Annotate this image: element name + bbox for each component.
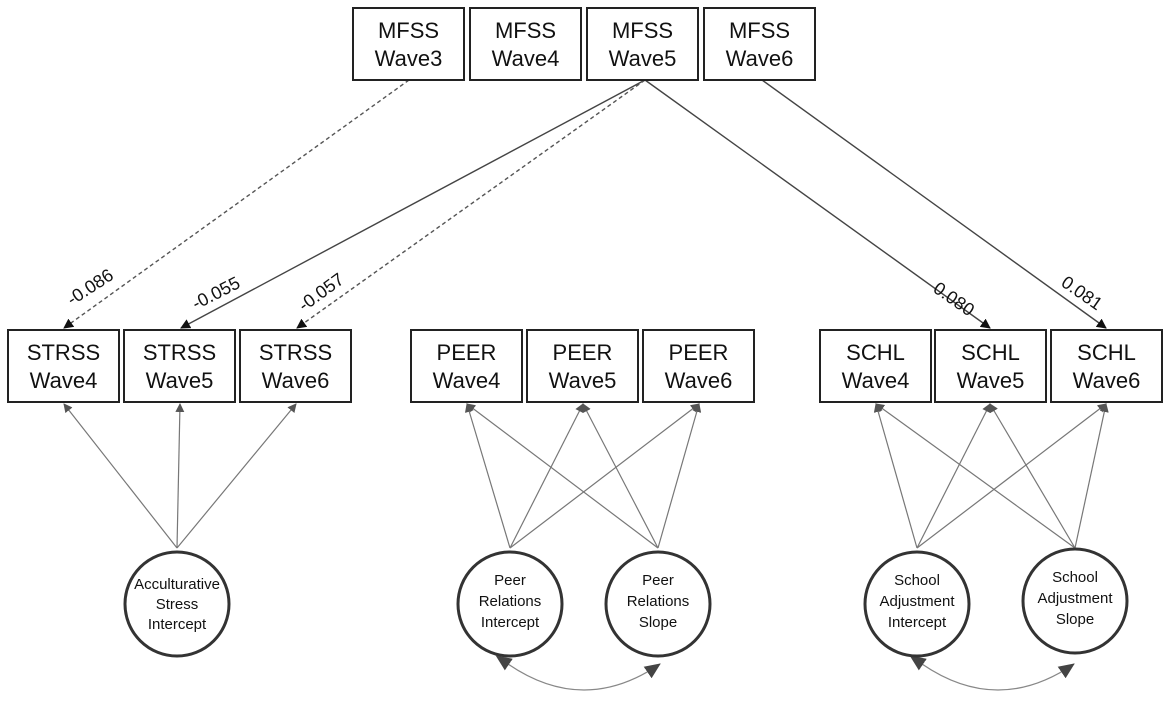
box-label-line2: Wave4	[492, 46, 560, 71]
coefficient-label: -0.055	[189, 273, 244, 314]
box-label-line2: Wave3	[375, 46, 443, 71]
path-mfss6-schl6	[761, 79, 1107, 329]
latent-label-line: Relations	[627, 593, 690, 610]
box-label-line1: STRSS	[27, 340, 100, 365]
box-label-line1: STRSS	[143, 340, 216, 365]
coefficient-label: -0.086	[63, 265, 117, 310]
box-label-line1: PEER	[669, 340, 729, 365]
latent-label-line: Relations	[479, 593, 542, 610]
latent-label-line: Peer	[494, 572, 526, 589]
box-label-line1: STRSS	[259, 340, 332, 365]
loadings-school	[873, 403, 1109, 549]
acculturative-stress-intercept-latent: Acculturative Stress Intercept	[123, 550, 231, 658]
school-adjustment-slope-latent: School Adjustment Slope	[1021, 547, 1129, 655]
schl-wave6-box: SCHL Wave6	[1050, 329, 1163, 403]
mfss-wave3-box: MFSS Wave3	[352, 7, 465, 81]
path-mfss5-strss6	[296, 79, 646, 329]
box-label-line2: Wave5	[146, 368, 214, 393]
covariance-school	[909, 655, 1075, 691]
box-label-line2: Wave6	[665, 368, 733, 393]
box-label-line1: SCHL	[1077, 340, 1136, 365]
path-mfss5-schl5	[644, 79, 991, 329]
coefficient-label: 0.080	[930, 278, 978, 320]
coefficient-label: 0.081	[1058, 272, 1106, 314]
mfss-wave5-box: MFSS Wave5	[586, 7, 699, 81]
box-label-line2: Wave6	[726, 46, 794, 71]
mfss-wave6-box: MFSS Wave6	[703, 7, 816, 81]
loadings-stress	[63, 403, 297, 549]
latent-label-line: Adjustment	[1037, 590, 1113, 607]
box-label-line2: Wave6	[262, 368, 330, 393]
latent-label-line: Peer	[642, 572, 674, 589]
box-label-line2: Wave5	[957, 368, 1025, 393]
peer-wave4-box: PEER Wave4	[410, 329, 523, 403]
peer-relations-slope-latent: Peer Relations Slope	[604, 550, 712, 658]
box-label-line1: PEER	[553, 340, 613, 365]
coefficient-label: -0.057	[295, 269, 348, 315]
mfss-wave4-box: MFSS Wave4	[469, 7, 582, 81]
path-mfss5-strss5	[180, 79, 646, 329]
latent-label-line: Intercept	[148, 616, 207, 633]
box-label-line2: Wave6	[1073, 368, 1141, 393]
box-label-line2: Wave5	[549, 368, 617, 393]
box-label-line1: MFSS	[729, 18, 790, 43]
box-label-line1: PEER	[437, 340, 497, 365]
strss-wave5-box: STRSS Wave5	[123, 329, 236, 403]
latent-label-line: Intercept	[481, 614, 540, 631]
schl-wave4-box: SCHL Wave4	[819, 329, 932, 403]
latent-label-line: Acculturative	[134, 576, 220, 593]
strss-wave4-box: STRSS Wave4	[7, 329, 120, 403]
peer-relations-intercept-latent: Peer Relations Intercept	[456, 550, 564, 658]
latent-label-line: Slope	[639, 614, 677, 631]
box-label-line2: Wave5	[609, 46, 677, 71]
box-label-line1: SCHL	[846, 340, 905, 365]
box-label-line2: Wave4	[842, 368, 910, 393]
box-label-line1: MFSS	[495, 18, 556, 43]
box-label-line2: Wave4	[30, 368, 98, 393]
path-mfss3-strss4	[63, 79, 410, 329]
latent-label-line: Slope	[1056, 611, 1094, 628]
schl-wave5-box: SCHL Wave5	[934, 329, 1047, 403]
peer-wave5-box: PEER Wave5	[526, 329, 639, 403]
covariance-peer	[495, 655, 661, 691]
loadings-peer	[464, 403, 702, 549]
box-label-line1: MFSS	[612, 18, 673, 43]
box-label-line1: MFSS	[378, 18, 439, 43]
box-label-line2: Wave4	[433, 368, 501, 393]
latent-label-line: Stress	[156, 596, 199, 613]
strss-wave6-box: STRSS Wave6	[239, 329, 352, 403]
latent-label-line: Adjustment	[879, 593, 955, 610]
latent-label-line: School	[1052, 569, 1098, 586]
box-label-line1: SCHL	[961, 340, 1020, 365]
peer-wave6-box: PEER Wave6	[642, 329, 755, 403]
school-adjustment-intercept-latent: School Adjustment Intercept	[863, 550, 971, 658]
latent-label-line: Intercept	[888, 614, 947, 631]
latent-label-line: School	[894, 572, 940, 589]
